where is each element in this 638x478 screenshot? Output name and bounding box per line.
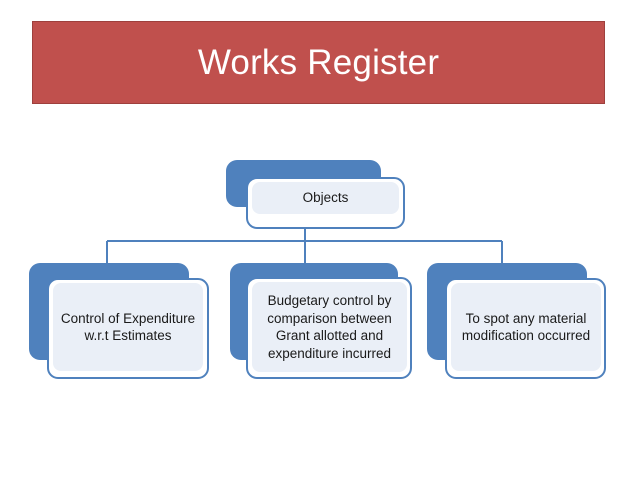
node-spot-material-modification[interactable]: To spot any material modification occurr… [427,263,609,381]
node-control-of-expenditure-text-plate: Control of Expenditure w.r.t Estimates [53,283,203,371]
node-control-of-expenditure[interactable]: Control of Expenditure w.r.t Estimates [29,263,211,381]
node-control-of-expenditure-label: Control of Expenditure w.r.t Estimates [60,310,196,344]
node-budgetary-control[interactable]: Budgetary control by comparison between … [230,263,412,381]
node-objects[interactable]: Objects [226,160,406,230]
page-title: Works Register [197,43,440,82]
node-budgetary-control-label: Budgetary control by comparison between … [267,293,392,361]
node-objects-label: Objects [302,190,349,206]
slide-title-banner: Works Register [32,21,605,104]
node-objects-text-plate: Objects [252,182,399,214]
node-spot-material-modification-label: To spot any material modification occurr… [461,310,591,344]
node-budgetary-control-text-plate: Budgetary control by comparison between … [252,282,407,372]
node-spot-material-modification-text-plate: To spot any material modification occurr… [451,283,601,371]
